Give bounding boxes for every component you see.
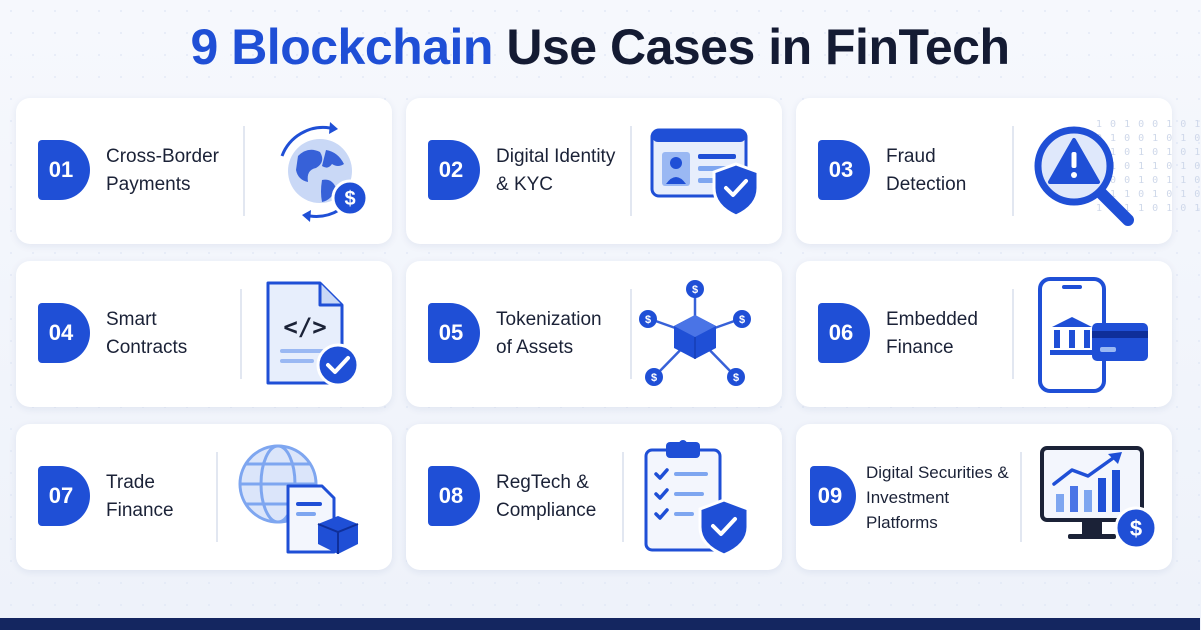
card-smart-contracts: 04 Smart Contracts </> [16, 261, 392, 407]
card-label-line2: Compliance [496, 500, 597, 521]
card-embedded-finance: 06 Embedded Finance [796, 261, 1172, 407]
token-network-icon: $ $ $ $ $ [639, 280, 751, 386]
code-document-check-icon: </> [266, 281, 360, 387]
card-divider [622, 452, 624, 542]
card-fraud-detection: 03 Fraud Detection 1 0 1 0 0 1 0 1 0 1 0… [796, 98, 1201, 244]
svg-text:$: $ [739, 314, 745, 326]
card-number-badge: 03 [818, 140, 870, 200]
monitor-chart-dollar-icon: $ [1040, 446, 1158, 550]
card-number-badge: 01 [38, 140, 90, 200]
card-label: Smart Contracts [106, 261, 246, 407]
card-divider [1012, 126, 1014, 216]
globe-payments-icon: $ [280, 122, 369, 222]
card-divider [1020, 452, 1022, 542]
magnifier-warning-icon [1034, 126, 1134, 226]
card-label: Fraud Detection [886, 98, 1026, 244]
card-number-badge: 08 [428, 466, 480, 526]
card-label-line2: Investment [866, 487, 950, 507]
card-number-badge: 02 [428, 140, 480, 200]
card-divider [630, 289, 632, 379]
card-number-badge: 07 [38, 466, 90, 526]
card-label: Cross-Border Payments [106, 98, 246, 244]
card-label-line2: Detection [886, 174, 967, 195]
card-label-line1: Fraud [886, 146, 936, 167]
card-label-line2: of Assets [496, 337, 574, 358]
binary-background: 1 0 1 0 0 1 0 1 0 1 0 0 1 0 1 0 1 1 0 1 … [1096, 119, 1201, 214]
card-label: Digital Securities & Investment Platform… [866, 424, 1026, 570]
card-label-line1: Tokenization [496, 309, 602, 330]
card-divider [630, 126, 632, 216]
card-digital-identity-kyc: 02 Digital Identity & KYC [406, 98, 782, 244]
phone-bank-card-icon [1038, 277, 1148, 393]
card-digital-securities-investment: 09 Digital Securities & Investment Platf… [796, 424, 1172, 570]
title-accent: 9 Blockchain [190, 19, 494, 75]
id-card-shield-icon [650, 128, 760, 218]
globe-document-box-icon [238, 444, 359, 554]
card-label-line3: Platforms [866, 512, 938, 532]
svg-text:</>: </> [283, 313, 326, 341]
card-tokenization-of-assets: 05 Tokenization of Assets $ $ $ $ $ [406, 261, 782, 407]
card-divider [243, 126, 245, 216]
clipboard-shield-icon [644, 440, 750, 557]
page-title: 9 Blockchain Use Cases in FinTech [0, 18, 1200, 76]
card-divider [240, 289, 242, 379]
card-label-line1: Cross-Border [106, 146, 219, 167]
card-regtech-compliance: 08 RegTech & Compliance [406, 424, 782, 570]
card-label-line1: Trade [106, 472, 155, 493]
svg-text:$: $ [651, 372, 657, 384]
card-label-line2: Contracts [106, 337, 188, 358]
card-divider [1012, 289, 1014, 379]
title-rest: Use Cases in FinTech [492, 19, 1010, 75]
card-trade-finance: 07 Trade Finance [16, 424, 392, 570]
svg-text:$: $ [733, 372, 739, 384]
svg-text:$: $ [692, 284, 698, 296]
card-label-line1: Embedded [886, 309, 978, 330]
use-case-grid: 01 Cross-Border Payments $ 02 Digital Id… [16, 98, 1201, 570]
card-label: Tokenization of Assets [496, 261, 626, 407]
card-label-line2: Finance [106, 500, 174, 521]
card-label: RegTech & Compliance [496, 424, 636, 570]
card-label-line2: Finance [886, 337, 954, 358]
card-label-line2: & KYC [496, 174, 554, 195]
card-label-line2: Payments [106, 174, 191, 195]
card-number-badge: 05 [428, 303, 480, 363]
card-label-line1: Smart [106, 309, 157, 330]
card-divider [216, 452, 218, 542]
svg-text:$: $ [1130, 516, 1142, 541]
card-number-badge: 06 [818, 303, 870, 363]
card-label-line1: Digital Identity [496, 146, 616, 167]
svg-text:$: $ [344, 188, 355, 210]
card-label-line1: Digital Securities & [866, 462, 1009, 482]
card-label: Embedded Finance [886, 261, 1026, 407]
svg-text:$: $ [645, 314, 651, 326]
footer-bar [0, 618, 1200, 630]
card-cross-border-payments: 01 Cross-Border Payments $ [16, 98, 392, 244]
card-label: Trade Finance [106, 424, 246, 570]
card-label-line1: RegTech & [496, 472, 589, 493]
card-number-badge: 09 [810, 466, 856, 526]
card-number-badge: 04 [38, 303, 90, 363]
card-label: Digital Identity & KYC [496, 98, 646, 244]
